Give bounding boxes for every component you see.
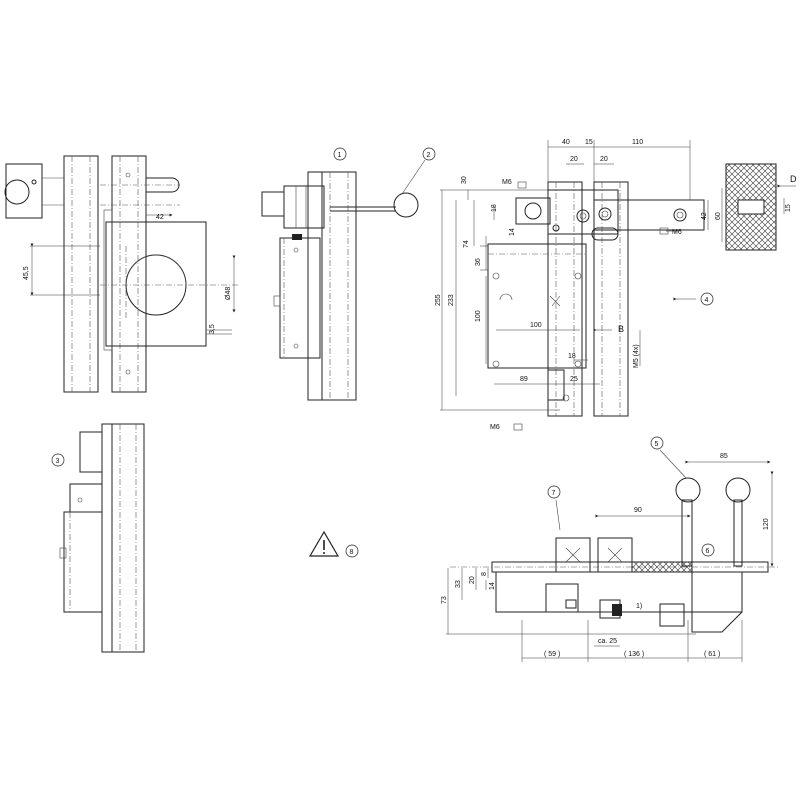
dim-18-a: 18	[491, 204, 498, 212]
view-top-right: 40 15 20 20 110 30 18 14 74 36 255 233 1…	[435, 139, 797, 431]
dim-60: 60	[715, 212, 722, 220]
svg-text:7: 7	[552, 490, 556, 497]
dim-36: 36	[475, 258, 482, 266]
dim-20-b: 20	[600, 156, 608, 163]
dim-20-bottom: 20	[469, 576, 476, 584]
dim-18-b: 18	[568, 353, 576, 360]
callout-4: 4	[700, 292, 714, 306]
callout-7: 7	[547, 485, 561, 499]
callout-6: 6	[701, 543, 715, 557]
svg-text:1: 1	[338, 152, 342, 159]
dim-20-a: 20	[570, 156, 578, 163]
view-bottom-right: 85 90 120 73 33 20 8 14 ca. 25 ( 59 ) ( …	[441, 449, 780, 662]
callout-1: 1	[333, 147, 347, 161]
dim-233: 233	[448, 294, 455, 306]
view-middle	[261, 159, 426, 401]
dim-59: ( 59 )	[544, 651, 560, 658]
dim-25: 25	[570, 376, 578, 383]
dim-ca-25: ca. 25	[598, 638, 617, 645]
svg-text:2: 2	[427, 152, 431, 159]
dim-74: 74	[463, 240, 470, 248]
svg-text:4: 4	[705, 297, 709, 304]
dim-100-h: 100	[530, 322, 542, 329]
dim-136: ( 136 )	[624, 651, 644, 658]
svg-text:6: 6	[706, 548, 710, 555]
warning-triangle-icon	[308, 530, 340, 557]
svg-text:8: 8	[350, 549, 354, 556]
dim-30: 30	[461, 176, 468, 184]
callout-8: 8	[345, 544, 359, 558]
dim-40: 40	[562, 139, 570, 146]
dim-15-right: 15	[785, 204, 792, 212]
note-1: 1)	[636, 603, 642, 610]
dim-73: 73	[441, 596, 448, 604]
view-left: 42 45,5 Ø48 3,5	[4, 155, 240, 393]
dim-85: 85	[720, 453, 728, 460]
dim-89: 89	[520, 376, 528, 383]
dim-3-5: 3,5	[209, 324, 216, 334]
label-m6-bottom: M6	[490, 424, 500, 431]
label-m5-4x: M5 (4x)	[633, 344, 640, 368]
label-m6-top: M6	[502, 179, 512, 186]
dim-120: 120	[763, 518, 770, 530]
svg-text:3: 3	[56, 458, 60, 465]
callout-2: 2	[422, 147, 436, 161]
dim-48-diameter: Ø48	[225, 287, 232, 300]
view-bottom-left	[59, 423, 145, 653]
callout-5: 5	[650, 436, 664, 450]
dim-100-v: 100	[475, 310, 482, 322]
dim-33: 33	[455, 580, 462, 588]
label-m6-right: M6	[672, 229, 682, 236]
dim-255: 255	[435, 294, 442, 306]
dim-110: 110	[632, 139, 643, 146]
label-d: D	[790, 174, 797, 184]
dim-61: ( 61 )	[704, 651, 720, 658]
dim-14: 14	[509, 228, 516, 236]
callout-3: 3	[51, 453, 65, 467]
dim-90: 90	[634, 507, 642, 514]
dim-42-right: 42	[701, 212, 708, 220]
dim-45-5: 45,5	[23, 266, 30, 280]
dim-8: 8	[481, 572, 488, 576]
dim-15: 15	[585, 139, 593, 146]
svg-text:5: 5	[655, 441, 659, 448]
dim-42-left: 42	[156, 214, 164, 221]
label-b: B	[618, 324, 624, 334]
dim-14-bottom: 14	[489, 582, 496, 590]
